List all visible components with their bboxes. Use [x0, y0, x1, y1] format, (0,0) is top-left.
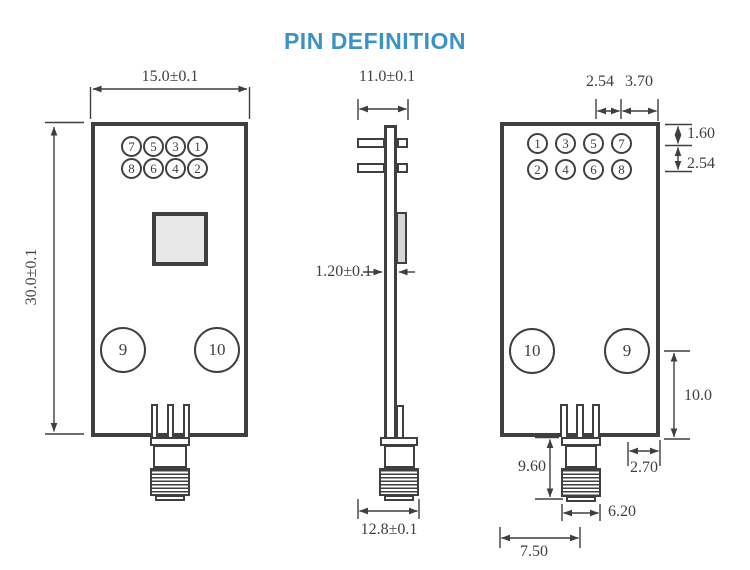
mounting-hole-10-back: 10	[509, 328, 555, 374]
side-header-pin-stub-row2	[397, 163, 408, 173]
pin-circle-5: 5	[143, 136, 164, 157]
side-header-pin-row2	[357, 163, 385, 173]
side-header-pin-stub-row1	[397, 138, 408, 148]
pin-circle-2-back: 2	[527, 159, 548, 180]
page-title: PIN DEFINITION	[283, 28, 467, 54]
dim-top-margin: 1.60	[687, 125, 715, 142]
sma-body	[153, 445, 187, 468]
pin-circle-7-back: 7	[611, 133, 632, 154]
pin-circle-2: 2	[187, 158, 208, 179]
pin-circle-6-back: 6	[583, 159, 604, 180]
dim-front-width: 15.0±0.1	[141, 68, 199, 85]
chip-side-profile	[396, 212, 407, 264]
connector-pin-side	[396, 405, 404, 437]
sma-thread-back	[561, 468, 601, 497]
connector-pin	[151, 404, 158, 437]
dim-pin-pitch: 2.54	[586, 73, 614, 90]
pin-circle-3: 3	[165, 136, 186, 157]
sma-base-back	[566, 496, 596, 502]
back-board-outline	[500, 122, 660, 437]
dim-side-width: 11.0±0.1	[358, 68, 416, 85]
mounting-hole-10: 10	[194, 327, 240, 373]
connector-pin	[183, 404, 190, 437]
pin-circle-8: 8	[121, 158, 142, 179]
dim-pin-to-edge: 3.70	[625, 73, 653, 90]
pin-circle-3-back: 3	[555, 133, 576, 154]
sma-body-back	[565, 445, 597, 468]
sma-thread-side	[379, 468, 419, 496]
pin-circle-6: 6	[143, 158, 164, 179]
pin-circle-1-back: 1	[527, 133, 548, 154]
pin-circle-7: 7	[121, 136, 142, 157]
dim-connector-width: 6.20	[608, 503, 636, 520]
dim-connector-to-edge: 2.70	[630, 459, 658, 476]
pin-circle-4-back: 4	[555, 159, 576, 180]
sma-body-side	[384, 445, 415, 468]
sma-thread	[150, 468, 190, 496]
side-board-outline	[384, 125, 397, 437]
dim-connector-length: 9.60	[518, 458, 546, 475]
connector-pin-back	[576, 404, 584, 437]
dim-board-thickness: 1.20±0.1	[315, 263, 372, 280]
pin-circle-1: 1	[187, 136, 208, 157]
dim-connector-center: 7.50	[520, 543, 548, 560]
connector-pin	[167, 404, 174, 437]
mounting-hole-9-back: 9	[604, 328, 650, 374]
connector-pin-back	[560, 404, 568, 437]
sma-base	[155, 495, 185, 501]
mounting-hole-9: 9	[100, 327, 146, 373]
dim-hole-to-bottom: 10.0	[684, 387, 712, 404]
sma-base-side	[384, 495, 414, 501]
connector-pin-back	[592, 404, 600, 437]
side-header-pin-row1	[357, 138, 385, 148]
pin-circle-5-back: 5	[583, 133, 604, 154]
chip-square	[152, 212, 208, 266]
dim-row-pitch: 2.54	[687, 155, 715, 172]
pin-circle-8-back: 8	[611, 159, 632, 180]
dim-side-depth: 12.8±0.1	[360, 521, 418, 538]
pin-circle-4: 4	[165, 158, 186, 179]
